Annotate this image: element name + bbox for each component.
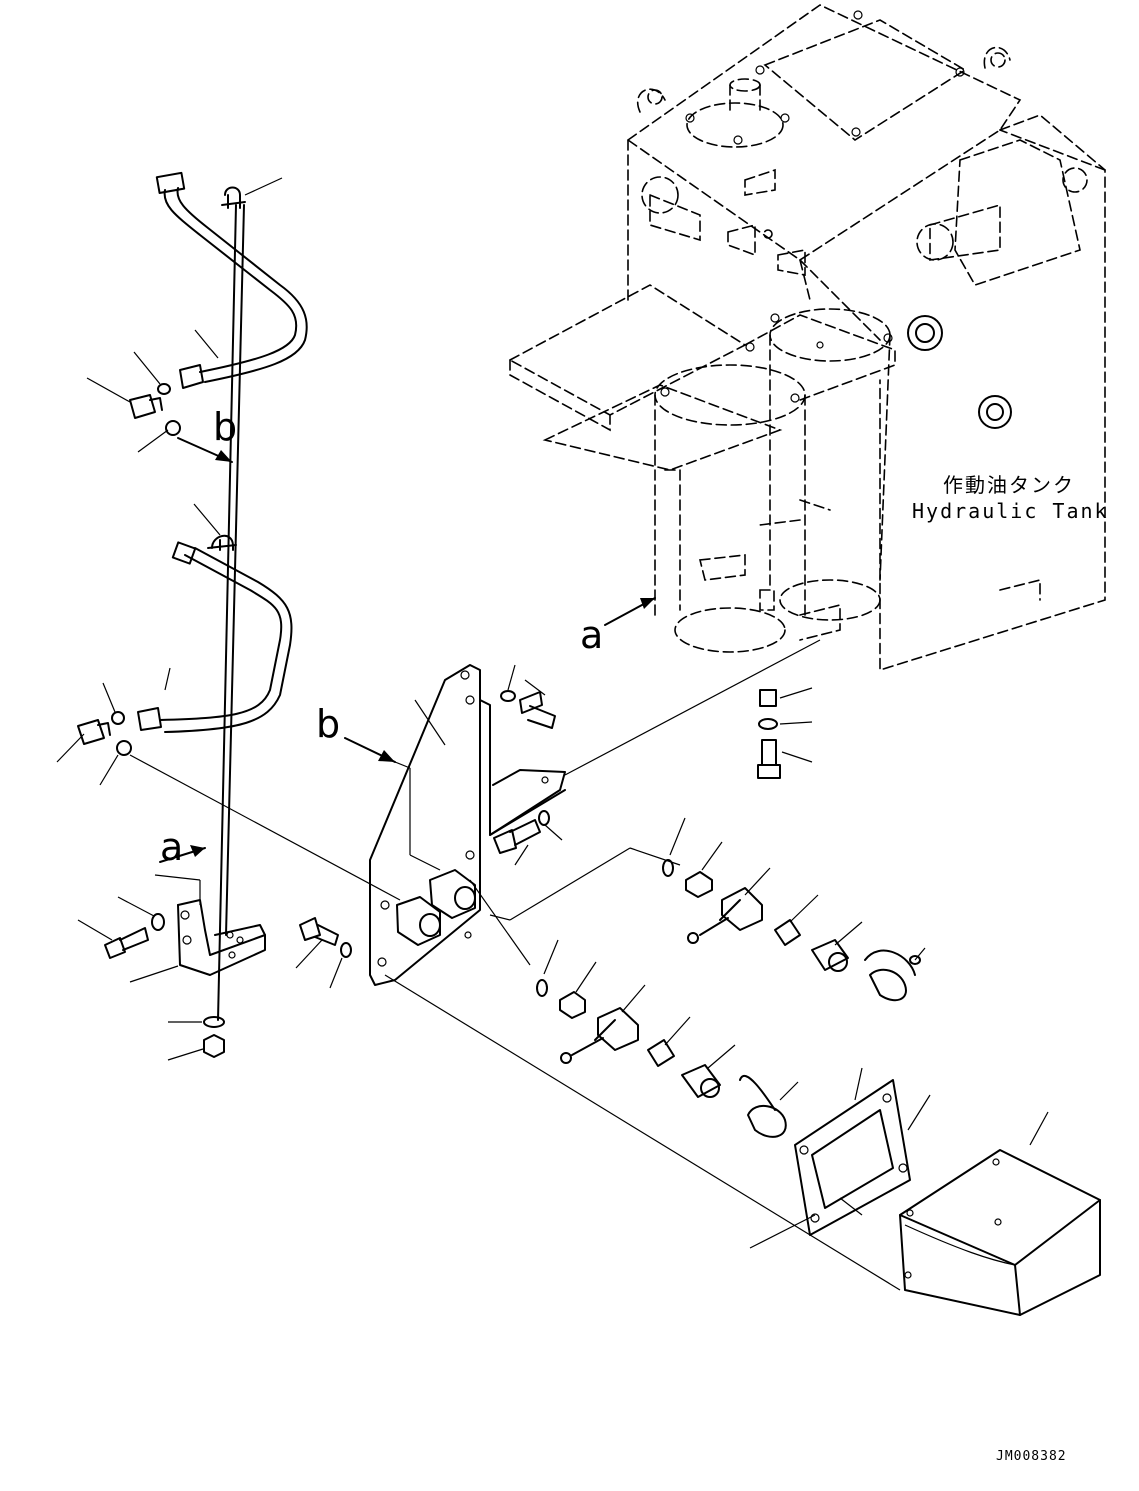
gasket — [794, 1079, 911, 1236]
adapter-lower — [559, 991, 586, 1019]
middle-tube — [137, 541, 293, 733]
nipple-upper — [774, 919, 801, 946]
hydraulic-tank — [508, 4, 1106, 672]
upper-tube — [155, 171, 308, 389]
clamp-top — [221, 186, 246, 209]
lower-left-bolt — [104, 927, 149, 959]
tank-mount-bolt — [757, 689, 781, 779]
adapter-upper — [685, 871, 713, 898]
nipple-lower — [647, 1039, 675, 1067]
dust-cap-lower — [681, 1064, 721, 1098]
lower-left-bracket — [177, 899, 266, 976]
tank-label-jp: 作動油タンク — [943, 473, 1075, 497]
bracket-bolt-low — [299, 917, 339, 946]
dust-cap-upper — [811, 939, 849, 972]
tank-label-en: Hydraulic Tank — [912, 499, 1109, 523]
drawing-number: JM008382 — [996, 1449, 1067, 1464]
o-ring-upper — [662, 859, 674, 877]
view-label-b-mid: b — [316, 702, 340, 746]
cover — [899, 1149, 1101, 1316]
coupler-lower — [396, 896, 441, 946]
cap-strap-lower — [739, 1075, 787, 1138]
tee-fitting-lower — [560, 1007, 639, 1064]
bracket-bolt-mid — [493, 819, 541, 854]
cap-strap-upper — [864, 949, 921, 1002]
middle-elbow-fitting — [77, 719, 111, 745]
view-label-a-top: a — [580, 613, 603, 657]
tee-fitting-upper — [687, 887, 763, 944]
view-label-a-low: a — [160, 825, 183, 869]
rod — [217, 204, 237, 1021]
clamp-middle — [207, 534, 237, 551]
bracket-bolt-upper — [519, 691, 556, 729]
upper-elbow-fitting — [129, 394, 163, 419]
o-ring-lower — [536, 979, 548, 997]
view-label-b-top: b — [213, 405, 237, 449]
main-bracket — [369, 664, 566, 986]
